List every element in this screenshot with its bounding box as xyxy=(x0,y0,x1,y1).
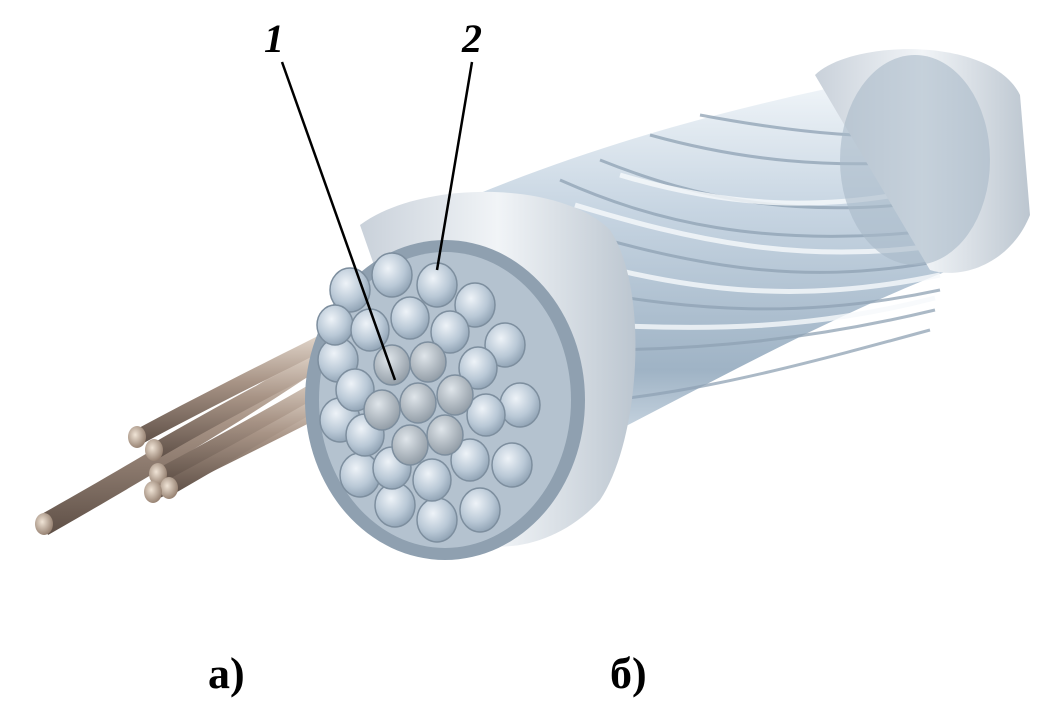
steel-core-strands xyxy=(35,330,350,535)
strand-end xyxy=(430,310,470,354)
strand-end xyxy=(335,368,375,412)
steel-strand-end xyxy=(160,477,178,499)
panel-label-b: б) xyxy=(610,649,647,698)
strand-ends xyxy=(316,252,541,543)
callout-2: 2 xyxy=(461,16,482,61)
strand-end xyxy=(458,346,498,390)
strand-end xyxy=(399,382,437,424)
strand-end xyxy=(436,374,474,416)
panel-label-a: а) xyxy=(208,649,245,698)
aluminium-bundle xyxy=(305,49,1030,560)
strand-end xyxy=(371,252,413,298)
strand-end xyxy=(390,296,430,340)
strand-end xyxy=(426,414,464,456)
far-ring-inner xyxy=(840,55,990,265)
strand-end xyxy=(466,393,506,437)
strand-end xyxy=(409,341,447,383)
steel-strand-end xyxy=(128,426,146,448)
steel-strand-end xyxy=(35,513,53,535)
strand-end xyxy=(499,382,541,428)
strand-end xyxy=(459,487,501,533)
leader-line-1 xyxy=(280,61,397,381)
steel-strand-end xyxy=(149,463,167,485)
steel-strand xyxy=(165,382,343,495)
steel-strand xyxy=(135,330,336,445)
strand-end xyxy=(412,458,452,502)
callout-1: 1 xyxy=(264,16,284,61)
leader-line-2 xyxy=(435,61,474,271)
strand-end xyxy=(316,304,354,346)
strand-end xyxy=(373,344,411,386)
strand-end xyxy=(391,424,429,466)
steel-strand-end xyxy=(145,439,163,461)
steel-strand xyxy=(150,345,340,460)
strand-end xyxy=(363,389,401,431)
strand-end xyxy=(491,442,533,488)
strand-end xyxy=(416,497,458,543)
strand-end xyxy=(450,438,490,482)
steel-strand-end xyxy=(144,481,162,503)
leader-lines xyxy=(280,61,474,381)
strand-end xyxy=(484,322,526,368)
steel-strand xyxy=(155,368,342,484)
strand-end xyxy=(454,282,496,328)
strand-end xyxy=(374,482,416,528)
